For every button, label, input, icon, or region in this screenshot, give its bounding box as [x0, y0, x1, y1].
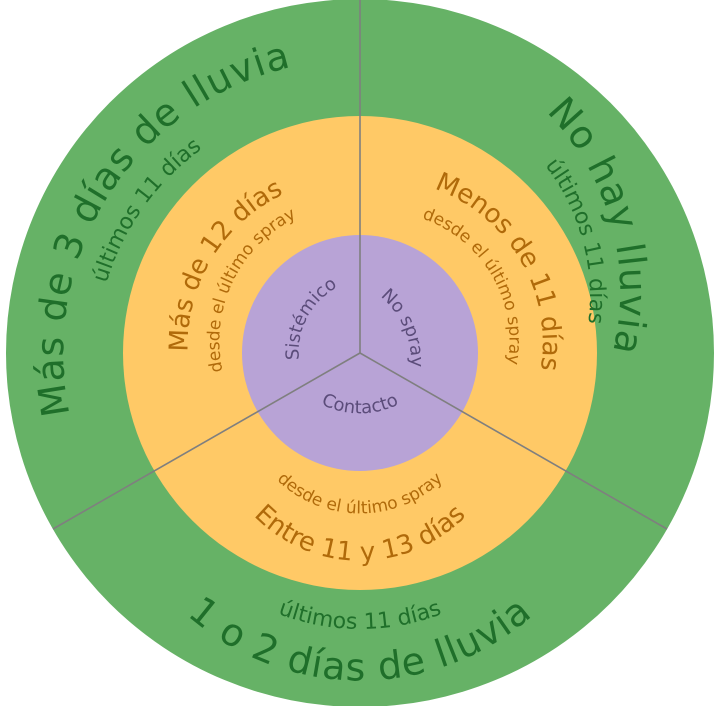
- divider-lower-left: [52, 352, 361, 530]
- divider-lower-right: [359, 352, 668, 530]
